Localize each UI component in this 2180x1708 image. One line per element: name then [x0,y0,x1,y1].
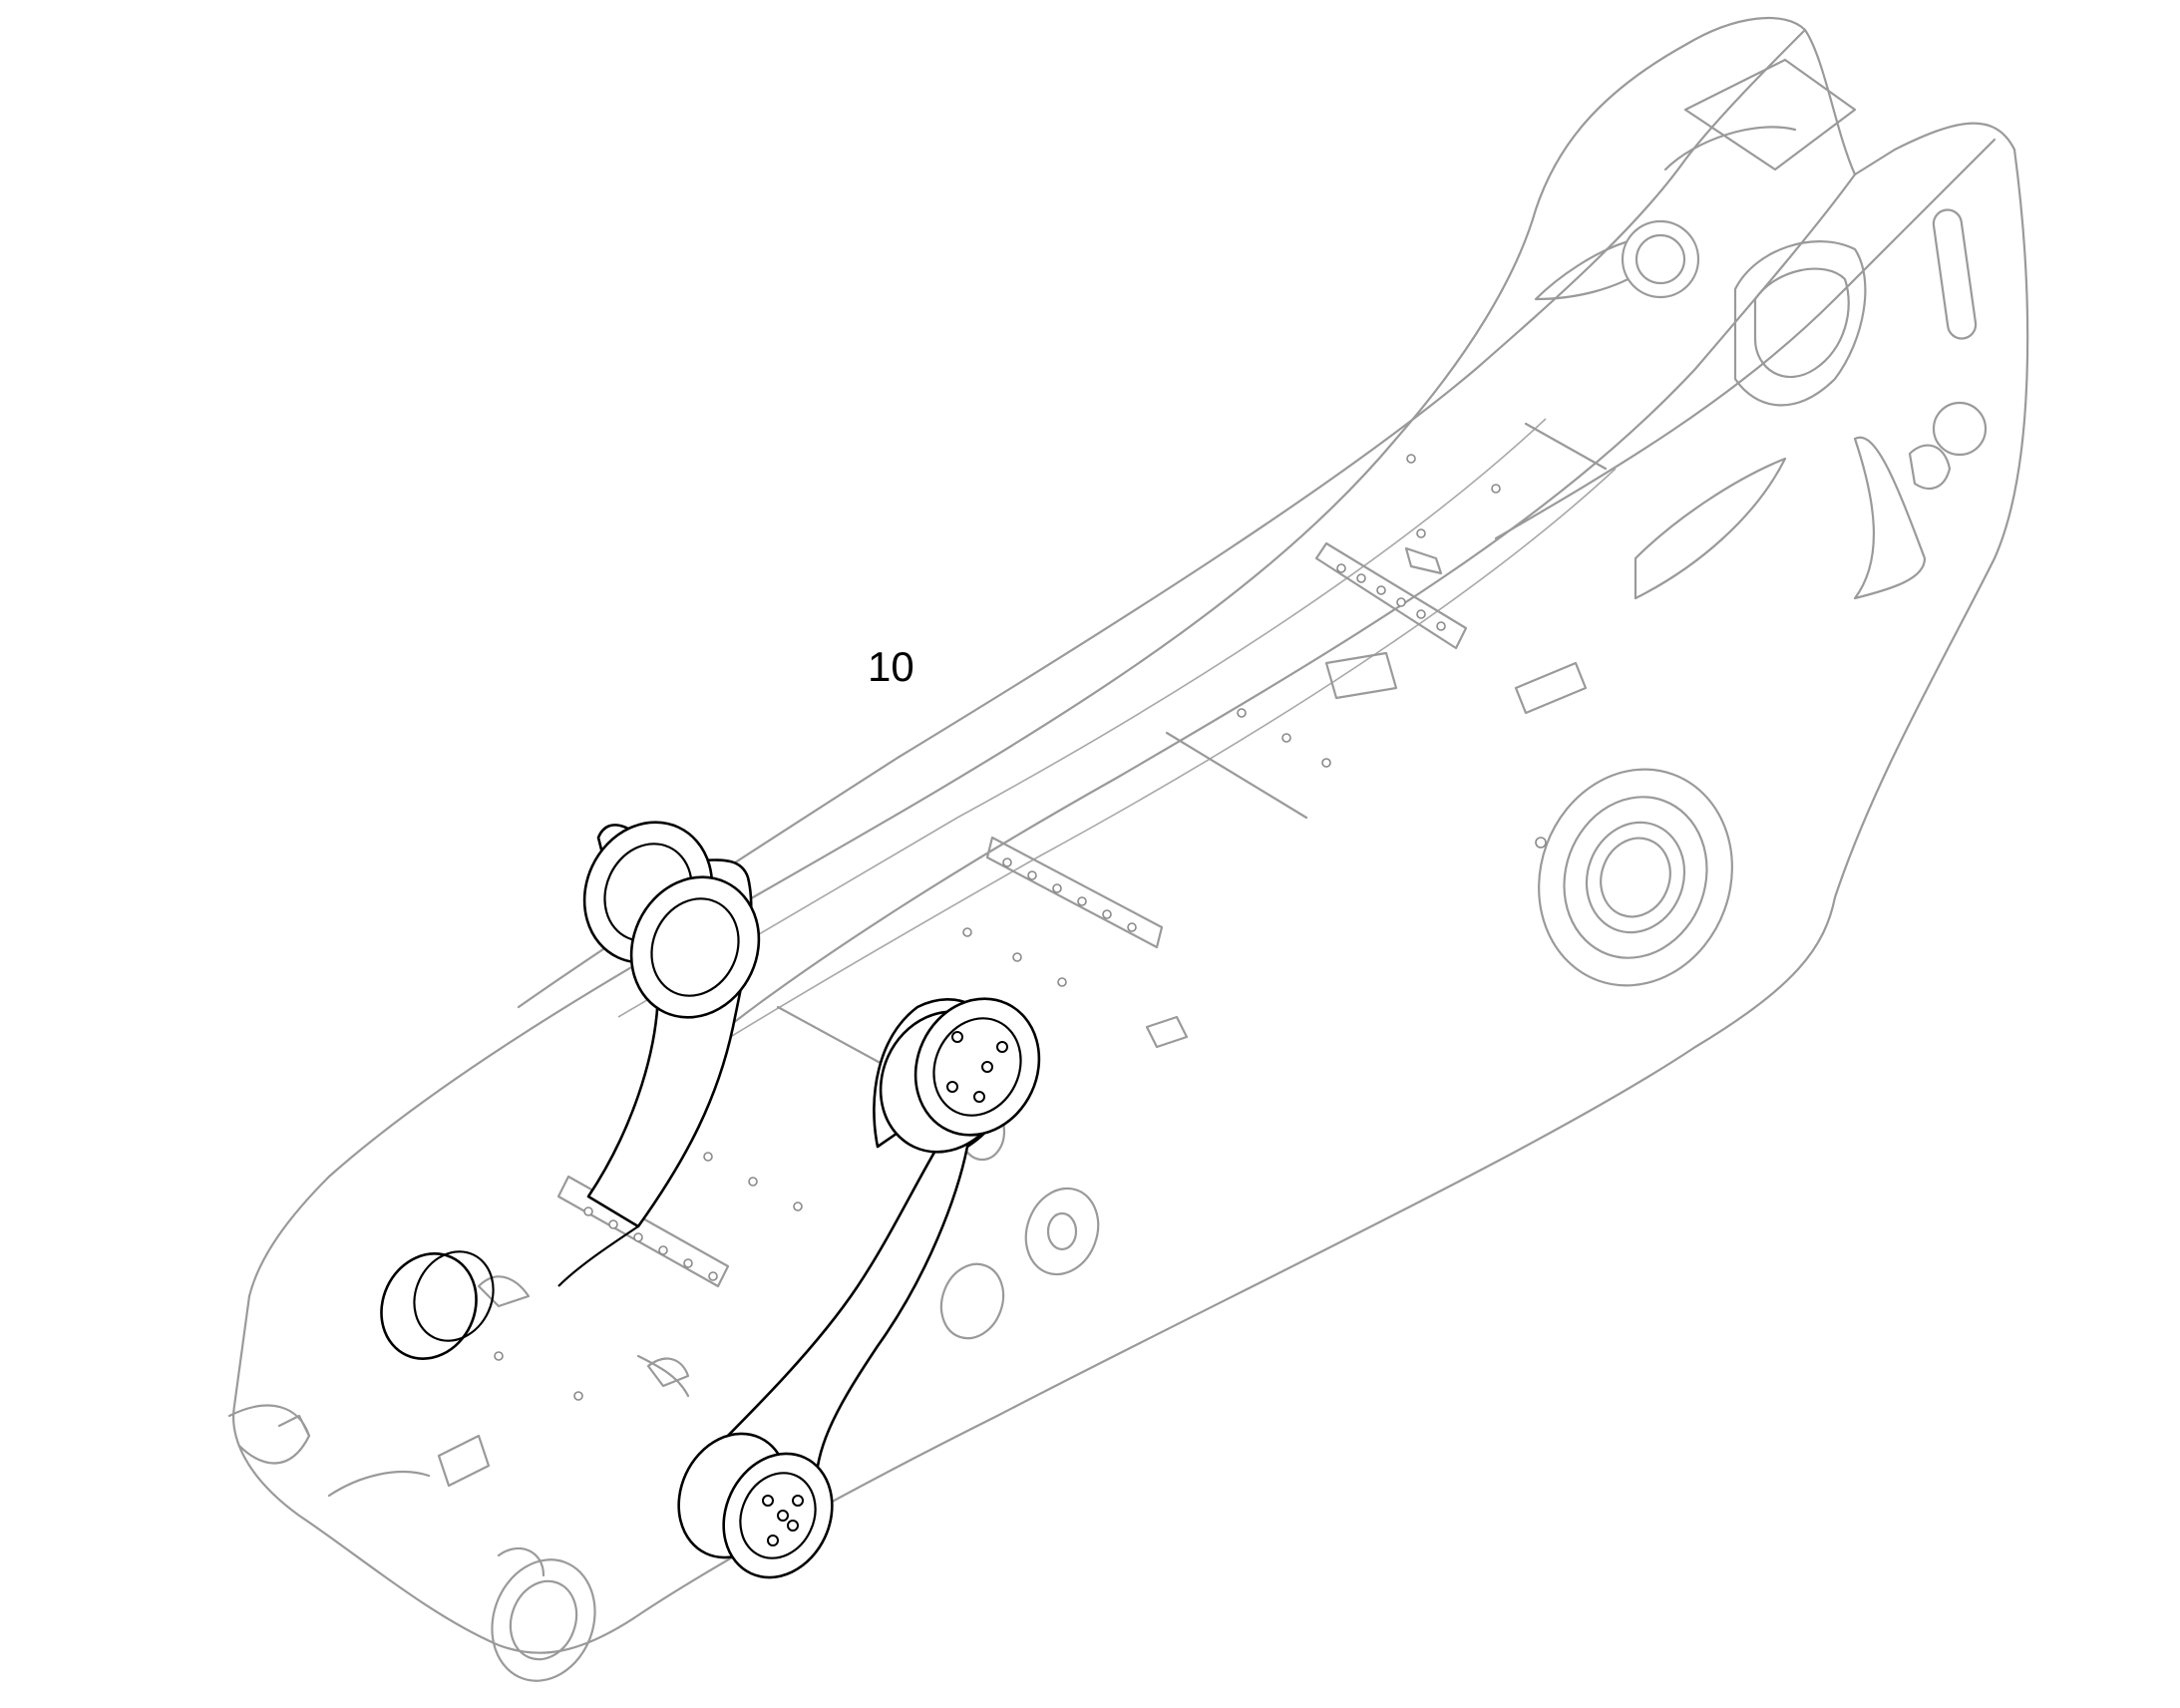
rivet-holes [494,454,1547,1401]
boom-link-arm-rear [380,821,761,1360]
callout-label-10: 10 [868,643,914,690]
boom-structure-ghost [227,16,2029,1682]
boom-link-arm-front [677,997,1041,1579]
